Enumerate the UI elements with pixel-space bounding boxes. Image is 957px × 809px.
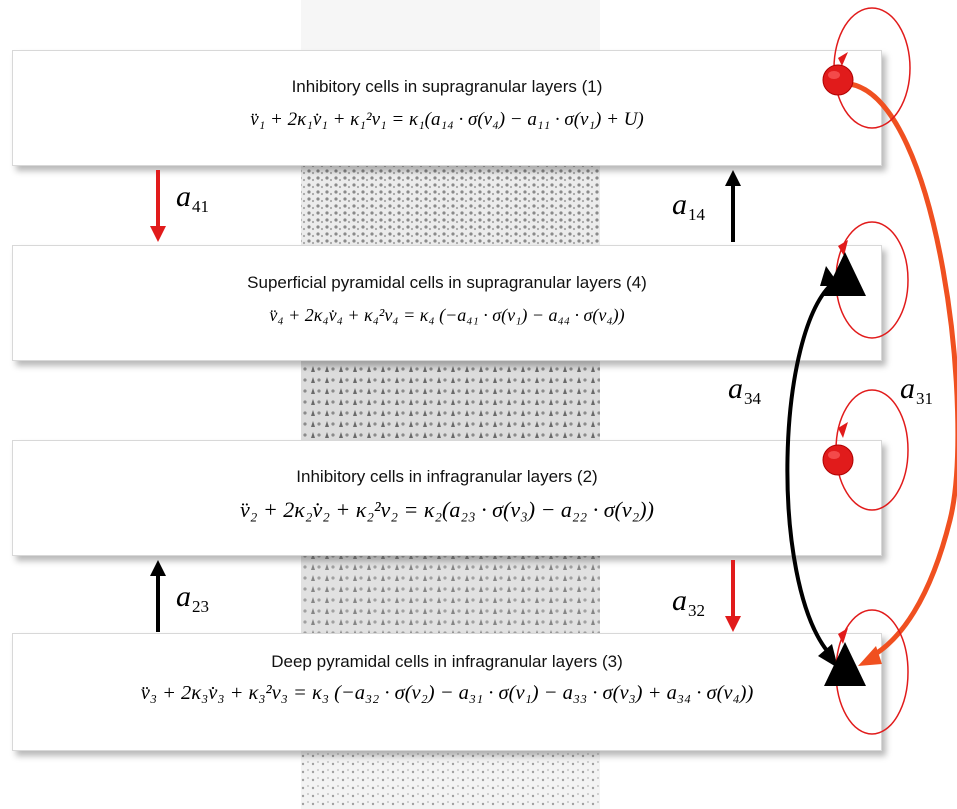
arrow-a31 bbox=[849, 81, 957, 666]
label-a41: a41 bbox=[176, 180, 209, 216]
red-circle-icon bbox=[822, 64, 854, 96]
label-a32: a32 bbox=[672, 584, 705, 620]
layer-equation: v̈₃ + 2κ₃v̇₃ + κ₃²v₃ = κ₃ (−a₃₂ · σ(v₂) … bbox=[140, 682, 754, 704]
layer-title: Deep pyramidal cells in infragranular la… bbox=[271, 652, 623, 671]
layer-equation: v̈₄ + 2κ₄v̇₄ + κ₄²v₄ = κ₄ (−a₄₁ · σ(v₁) … bbox=[269, 305, 625, 325]
label-a23: a23 bbox=[176, 580, 209, 616]
layer-title: Inhibitory cells in supragranular layers… bbox=[291, 77, 603, 96]
arrow-a14 bbox=[725, 170, 741, 242]
layer-box-inhibitory-infragranular: Inhibitory cells in infragranular layers… bbox=[12, 440, 882, 556]
layer-title: Inhibitory cells in infragranular layers… bbox=[296, 467, 598, 486]
black-triangle-icon bbox=[824, 642, 866, 686]
label-a14: a14 bbox=[672, 188, 705, 224]
label-a34: a34 bbox=[728, 372, 761, 408]
layer-box-deep-pyramidal: Deep pyramidal cells in infragranular la… bbox=[12, 633, 882, 751]
arrow-a34 bbox=[785, 266, 840, 668]
arrow-a32 bbox=[725, 560, 741, 632]
label-a31: a31 bbox=[900, 372, 933, 408]
layer-box-superficial-pyramidal: Superficial pyramidal cells in supragran… bbox=[12, 245, 882, 361]
layer-title: Superficial pyramidal cells in supragran… bbox=[247, 273, 647, 292]
arrow-a23 bbox=[150, 560, 166, 632]
arrow-a41 bbox=[150, 170, 166, 242]
red-circle-icon bbox=[822, 444, 854, 476]
layer-equation: v̈₂ + 2κ₂v̇₂ + κ₂²v₂ = κ₂(a₂₃ · σ(v₃) − … bbox=[240, 497, 654, 522]
layer-equation: v̈₁ + 2κ₁v̇₁ + κ₁²v₁ = κ₁(a₁₄ · σ(v₄) − … bbox=[250, 109, 644, 130]
layer-box-inhibitory-supragranular: Inhibitory cells in supragranular layers… bbox=[12, 50, 882, 166]
black-triangle-icon bbox=[824, 252, 866, 296]
